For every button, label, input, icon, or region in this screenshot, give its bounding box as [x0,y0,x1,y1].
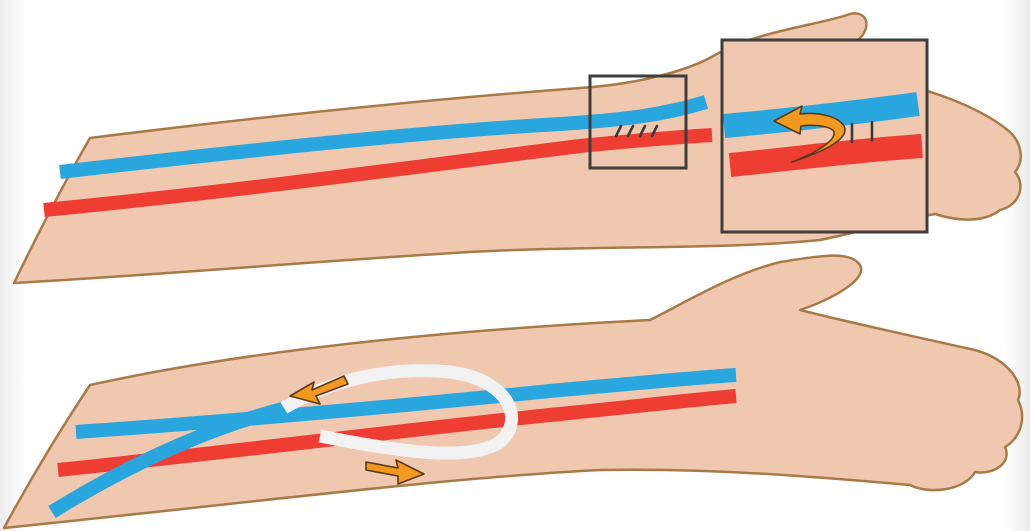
bottom-panel [4,256,1022,528]
top-panel [14,13,1021,283]
magnified-inset [722,40,927,232]
